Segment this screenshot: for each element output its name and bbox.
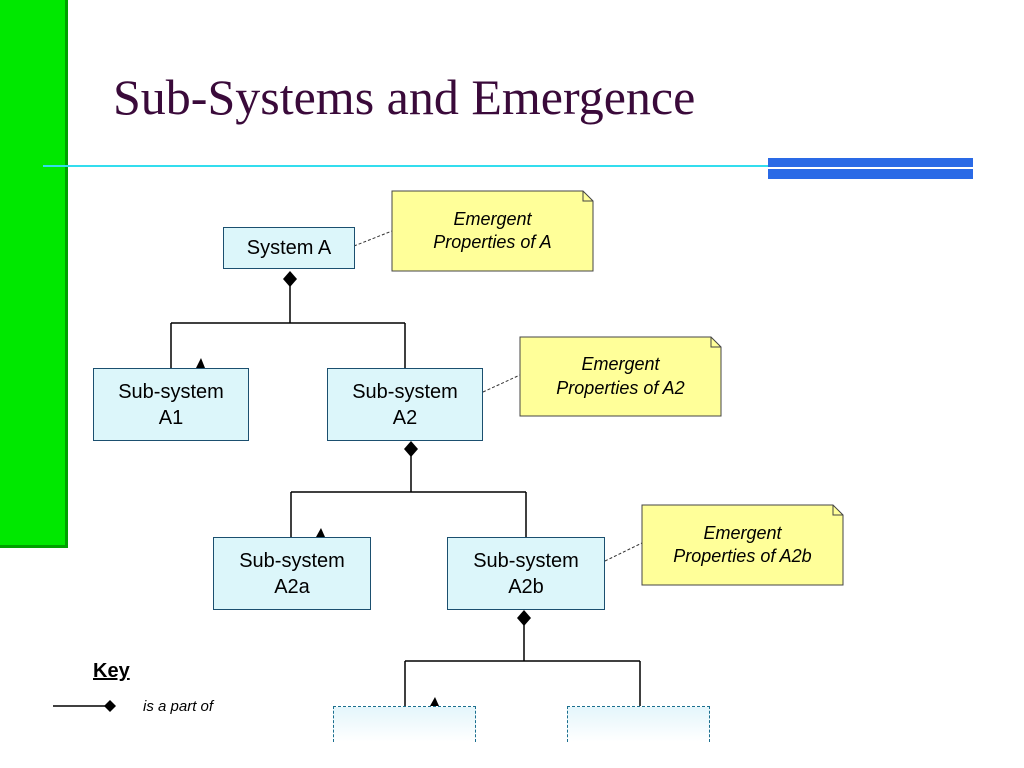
note-a-line1: Emergent (453, 208, 532, 229)
box-a1-line2: A1 (158, 406, 184, 429)
key-description: is a part of (143, 698, 214, 715)
box-subsystem-a1: Sub-system A1 (93, 368, 249, 441)
box-a2-line2: A2 (392, 406, 418, 429)
dashed-link-a2 (482, 374, 521, 393)
box-subsystem-a2: Sub-system A2 (327, 368, 483, 441)
dashed-link-a (353, 230, 393, 247)
box-a2a-line1: Sub-system (239, 549, 345, 572)
box-a2b-line2: A2b (508, 575, 544, 598)
note-a2-shape (519, 336, 722, 417)
dashed-link-a2b (604, 542, 643, 562)
box-a1-line1: Sub-system (118, 380, 224, 403)
connector-a2 (290, 455, 527, 537)
note-a2b-line1: Emergent (703, 522, 782, 543)
connector-system-a (170, 286, 406, 368)
slide-title: Sub-Systems and Emergence (113, 69, 696, 125)
side-accent-bar (0, 0, 68, 548)
arrowhead-a2a (316, 528, 325, 537)
key-heading: Key (93, 660, 130, 682)
title-underline (43, 165, 770, 167)
aggregation-diamond-system-a (283, 271, 297, 287)
note-a-shape (391, 190, 594, 272)
box-system-a: System A (223, 227, 355, 269)
box-a2a-line2: A2a (274, 575, 310, 598)
aggregation-diamond-a2b (517, 610, 531, 626)
title-accent-bar (768, 158, 973, 179)
box-placeholder-left (333, 706, 476, 742)
note-emergent-a: Emergent Properties of A (391, 190, 594, 272)
box-placeholder-right (567, 706, 710, 742)
note-a-line2: Properties of A (433, 232, 552, 252)
key-diamond (104, 700, 116, 712)
aggregation-diamond-a2 (404, 441, 418, 457)
connector-a2b (404, 624, 641, 706)
box-subsystem-a2a: Sub-system A2a (213, 537, 371, 610)
box-system-a-label: System A (246, 237, 332, 259)
note-a2b-line2: Properties of A2b (673, 546, 812, 566)
note-a2b-shape (641, 504, 844, 586)
box-subsystem-a2b: Sub-system A2b (447, 537, 605, 610)
note-a2-line2: Properties of A2 (556, 377, 685, 398)
note-emergent-a2b: Emergent Properties of A2b (641, 504, 844, 586)
box-a2-line1: Sub-system (352, 380, 458, 403)
note-a2-line1: Emergent (581, 354, 660, 375)
arrowhead-a1 (196, 358, 205, 368)
note-emergent-a2: Emergent Properties of A2 (519, 336, 722, 417)
arrowhead-a2b-child (430, 697, 439, 706)
box-a2b-line1: Sub-system (473, 549, 579, 572)
